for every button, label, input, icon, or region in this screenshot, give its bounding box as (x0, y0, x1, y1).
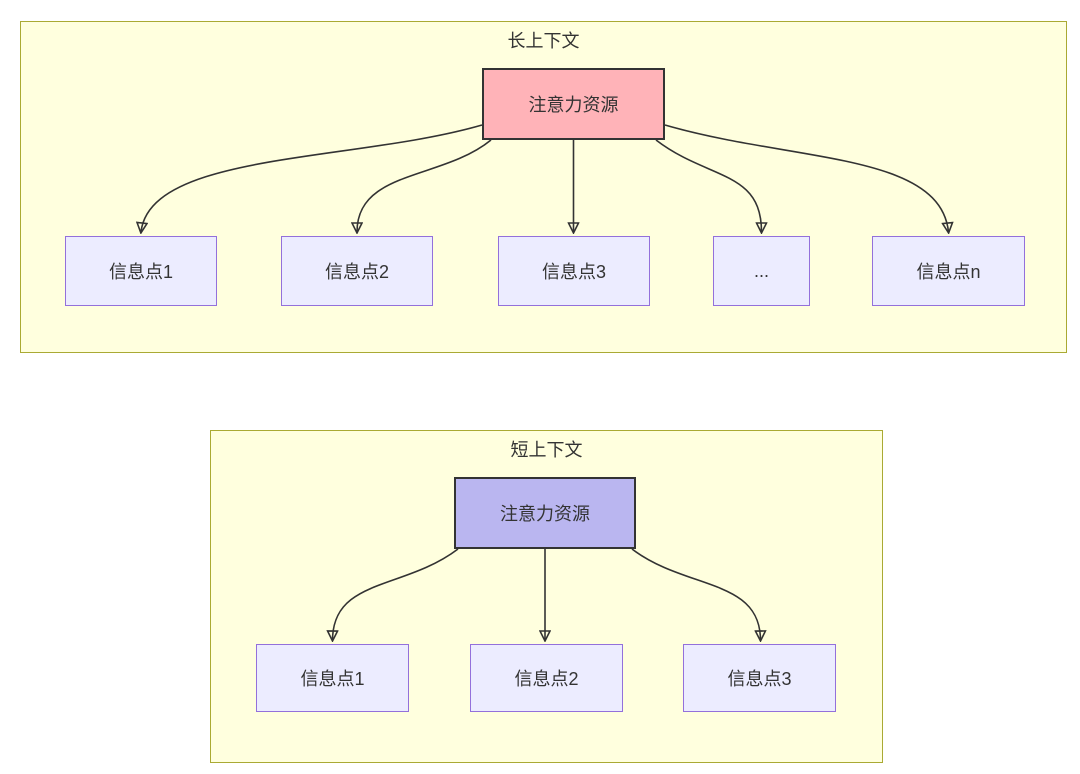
edge-short-3 (631, 548, 761, 640)
info-node-short-1: 信息点1 (256, 644, 409, 712)
info-node-long-2-label: 信息点2 (324, 262, 389, 282)
info-node-short-1-label: 信息点1 (300, 669, 365, 689)
info-node-long-ellipsis-label: ... (753, 260, 769, 281)
attention-node-short: 注意力资源 (454, 477, 636, 549)
edge-long-2 (357, 139, 492, 232)
info-node-long-n-label: 信息点n (916, 262, 981, 282)
edge-short-1 (333, 548, 459, 640)
attention-node-long-label: 注意力资源 (528, 95, 619, 115)
edge-long-1 (141, 124, 483, 232)
long-context-cluster-title: 长上下文 (507, 31, 580, 51)
attention-node-long: 注意力资源 (482, 68, 665, 140)
edge-long-4 (655, 139, 762, 232)
info-node-long-2: 信息点2 (281, 236, 433, 306)
info-node-long-1: 信息点1 (65, 236, 217, 306)
edge-long-5 (664, 124, 949, 232)
info-node-long-3: 信息点3 (498, 236, 650, 306)
info-node-short-2-label: 信息点2 (514, 669, 579, 689)
info-node-long-1-label: 信息点1 (108, 262, 173, 282)
info-node-short-3: 信息点3 (683, 644, 836, 712)
info-node-long-ellipsis: ... (713, 236, 810, 306)
info-node-long-n: 信息点n (872, 236, 1025, 306)
attention-node-short-label: 注意力资源 (500, 504, 590, 524)
info-node-short-2: 信息点2 (470, 644, 623, 712)
info-node-short-3-label: 信息点3 (727, 669, 792, 689)
info-node-long-3-label: 信息点3 (541, 262, 606, 282)
short-context-cluster-title: 短上下文 (510, 440, 583, 460)
